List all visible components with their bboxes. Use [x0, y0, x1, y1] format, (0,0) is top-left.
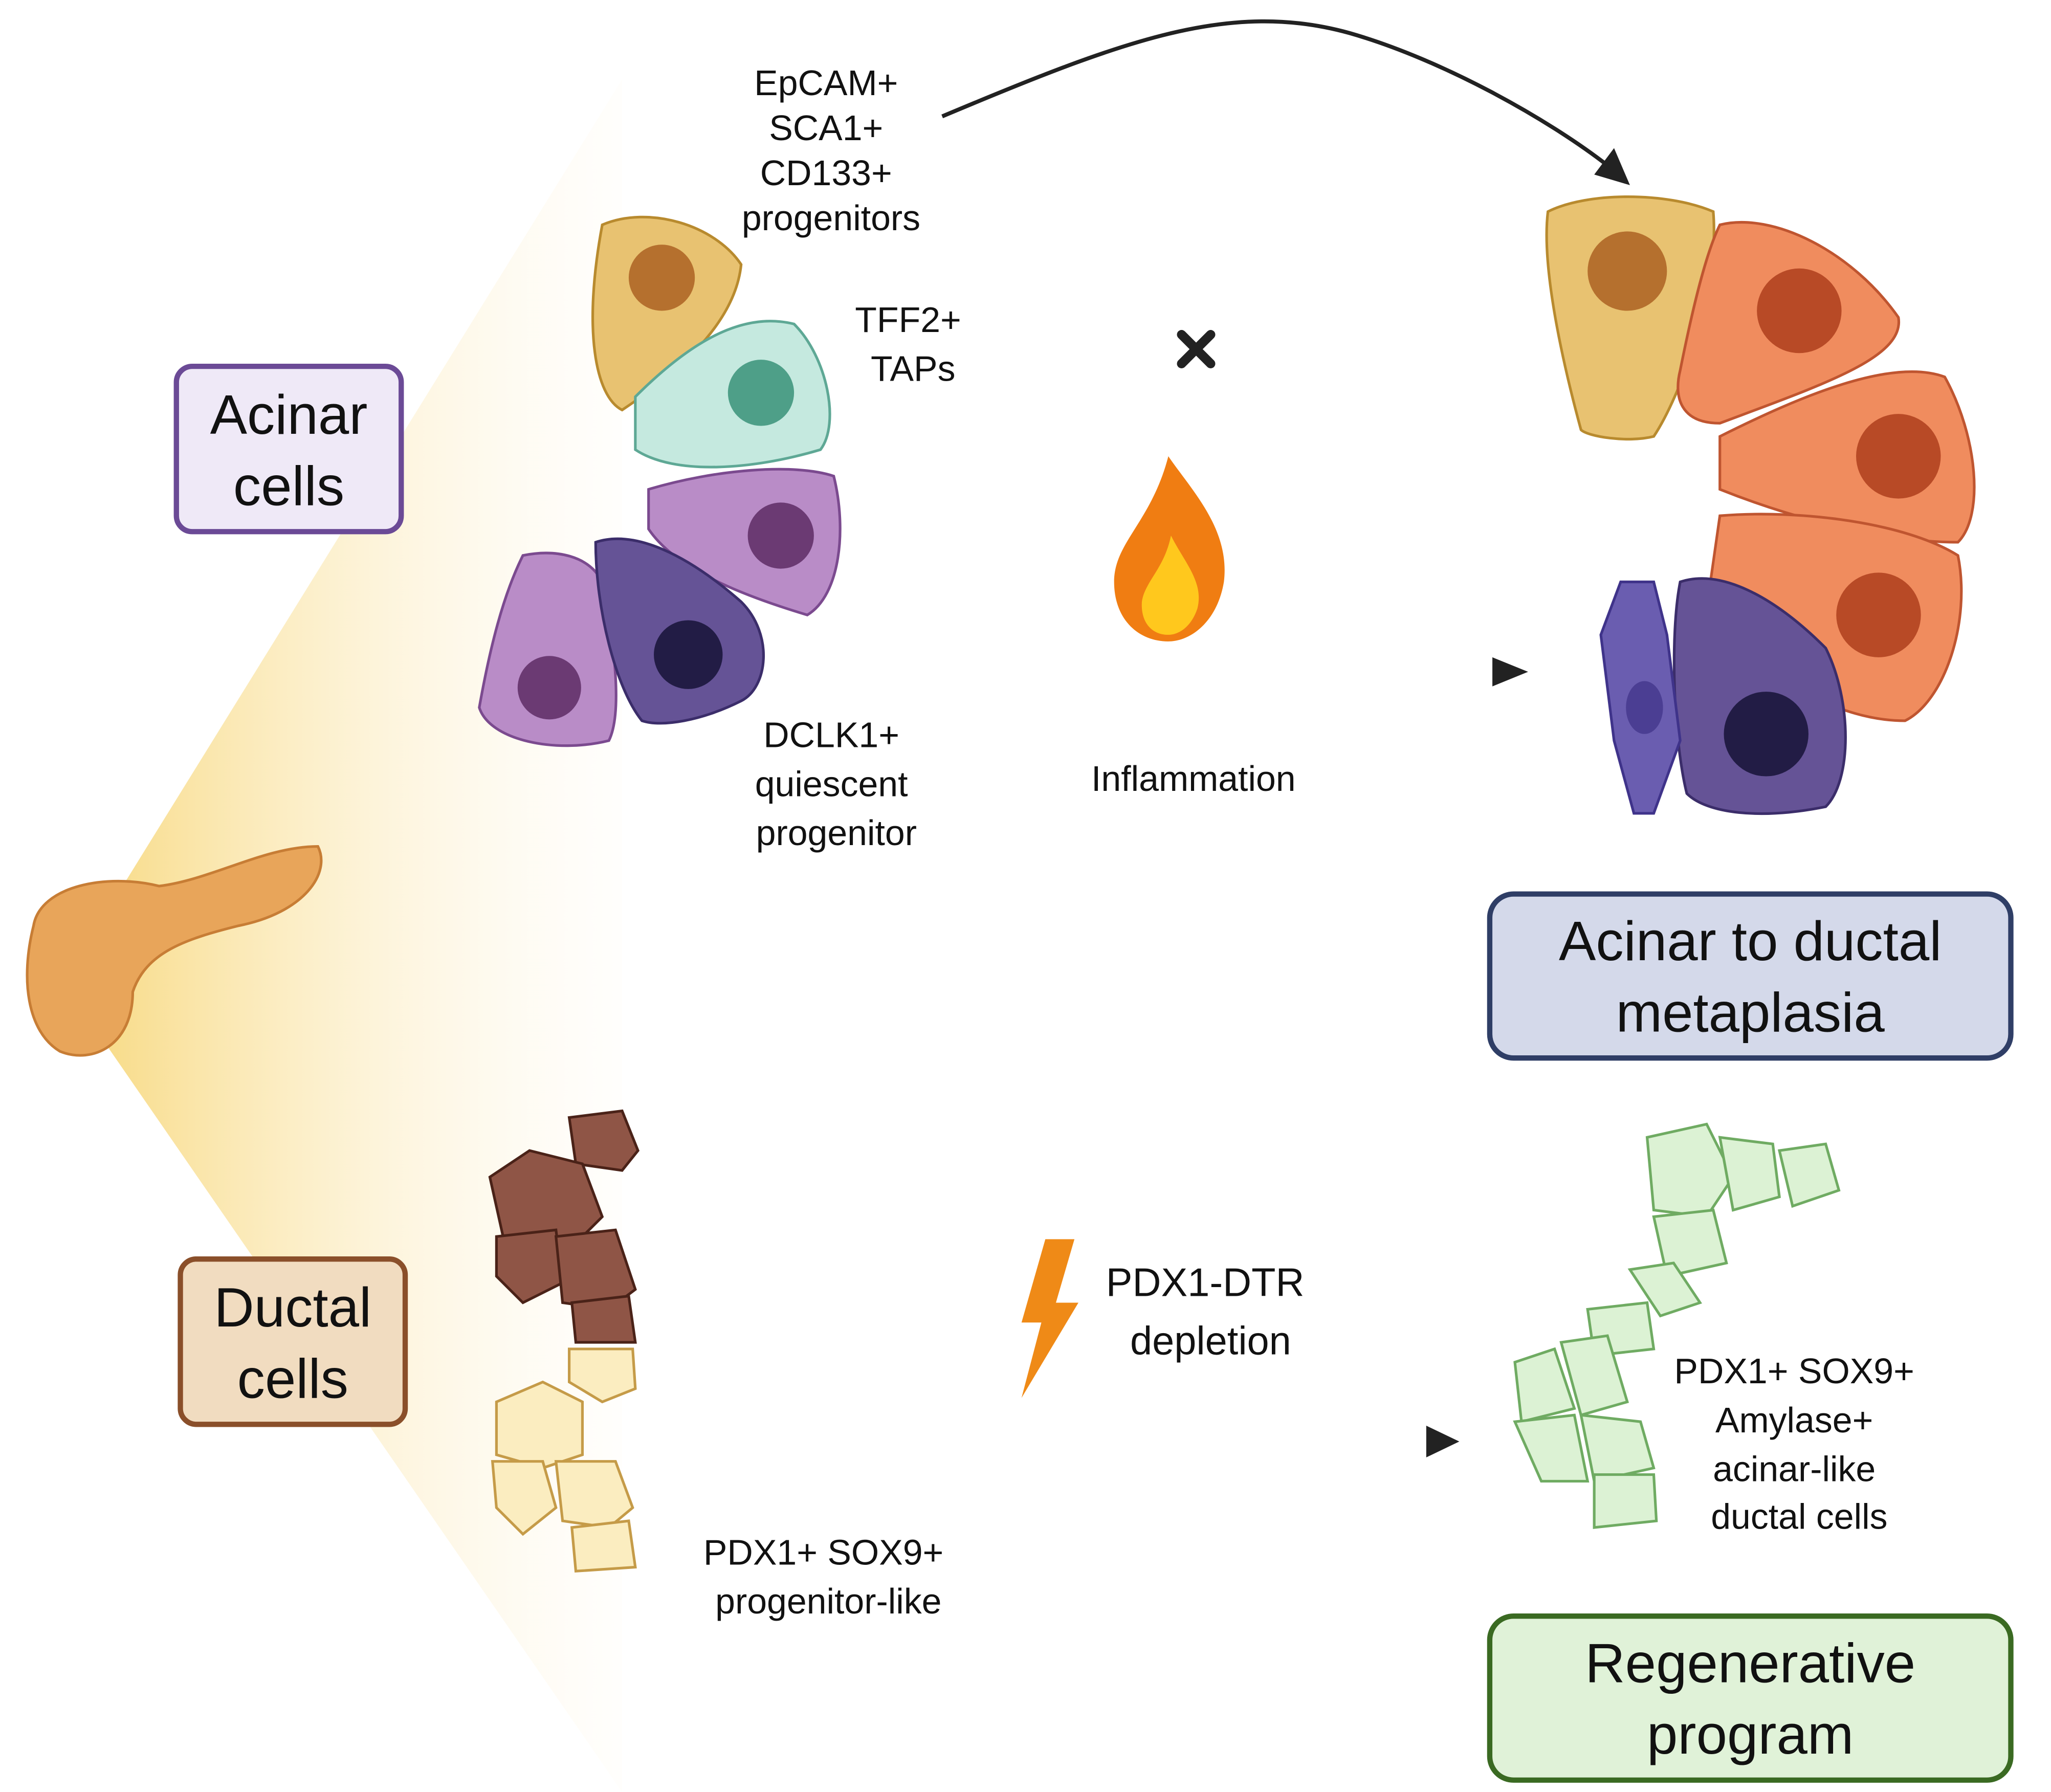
arrowhead [1426, 1425, 1460, 1457]
flame-icon [1114, 456, 1225, 641]
box-label: program [1647, 1704, 1854, 1766]
curved-arrow-epcam-to-adm [941, 19, 1609, 167]
box-label: cells [233, 456, 344, 518]
acinar-cells-box: Acinar cells [173, 363, 404, 535]
pancreas-icon [26, 845, 323, 1057]
lightning-icon [1021, 1239, 1078, 1398]
adm-box: Acinar to ductal metaplasia [1487, 891, 2014, 1061]
regenerative-program-box: Regenerative program [1487, 1613, 2014, 1783]
acinar-like-label: PDX1+ SOX9+ Amylase+ acinar-like ductal … [1674, 1351, 1924, 1536]
projection-wedge [106, 79, 623, 1792]
epcam-label: EpCAM+ SCA1+ CD133+ progenitors [742, 63, 920, 238]
arrowhead [1492, 657, 1528, 687]
acinar-like-ductal-cluster [1513, 1122, 1841, 1529]
ductal-cells-box: Ductal cells [178, 1256, 408, 1427]
box-label: Regenerative [1585, 1632, 1915, 1694]
dclk1-label: DCLK1+ quiescent progenitor [755, 715, 918, 853]
acinar-cell-cluster [478, 215, 842, 747]
adm-cell-cluster [1545, 195, 1976, 815]
ductal-cell-cluster [488, 1109, 639, 1573]
box-label: metaplasia [1616, 982, 1885, 1044]
block-x-icon [1177, 330, 1216, 368]
box-label: Acinar [210, 384, 368, 446]
inflammation-label: Inflammation [1091, 759, 1296, 799]
progenitor-like-label: PDX1+ SOX9+ progenitor-like [703, 1532, 954, 1621]
box-label: Ductal [214, 1277, 371, 1339]
tff2-label: TFF2+ TAPs [855, 300, 971, 389]
arrowhead [1594, 148, 1630, 185]
box-label: Acinar to ductal [1559, 911, 1942, 972]
pdx1-dtr-label: PDX1-DTR depletion [1106, 1261, 1315, 1363]
box-label: cells [237, 1348, 348, 1410]
